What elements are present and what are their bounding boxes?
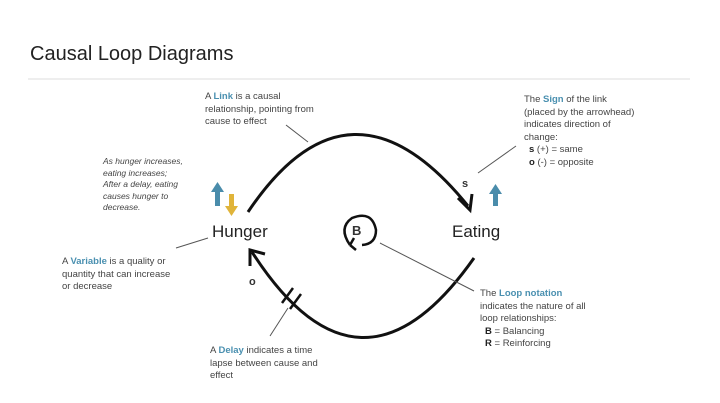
sign-annotation: The Sign of the link (placed by the arro… [524,94,635,168]
delay-annotation: A Delay indicates a time lapse between c… [210,345,318,381]
link-callout-line [285,124,309,143]
loop-arrow-icon [348,237,357,251]
note-line: After a delay, eating [103,179,178,189]
arrowhead-eating [456,193,474,214]
loop-label: B [352,223,362,238]
loop-circle-icon [343,214,378,247]
note-line: decrease. [103,202,141,212]
sign-o: o [249,276,256,288]
link-annotation: A Link is a causal relationship, pointin… [205,91,314,127]
node-hunger: Hunger [212,222,268,241]
page-title: Causal Loop Diagrams [30,43,234,65]
variable-annotation: A Variable is a quality or quantity that… [62,256,171,292]
delay-mark-2 [288,293,303,310]
blue-up-arrow-icon [211,182,224,206]
variable-callout-line [175,237,209,249]
note-line: As hunger increases, [103,156,183,166]
delay-callout-line [269,307,289,337]
note-line: eating increases; [103,167,168,178]
loop-callout-line [379,242,475,292]
note-line: causes hunger to [103,190,169,201]
link-eating-to-hunger [250,251,476,339]
sign-callout-line [477,145,517,174]
yellow-down-arrow-icon [225,194,238,216]
sign-s: s [462,178,469,190]
loop-annotation: The Loop notation indicates the nature o… [480,288,586,349]
link-hunger-to-eating [246,133,470,213]
blue-up-arrow-icon [489,184,502,206]
delay-mark-1 [280,287,295,304]
behavior-note: As hunger increases,eating increases;Aft… [103,156,183,214]
node-eating: Eating [452,222,501,241]
arrowhead-hunger [248,248,266,266]
